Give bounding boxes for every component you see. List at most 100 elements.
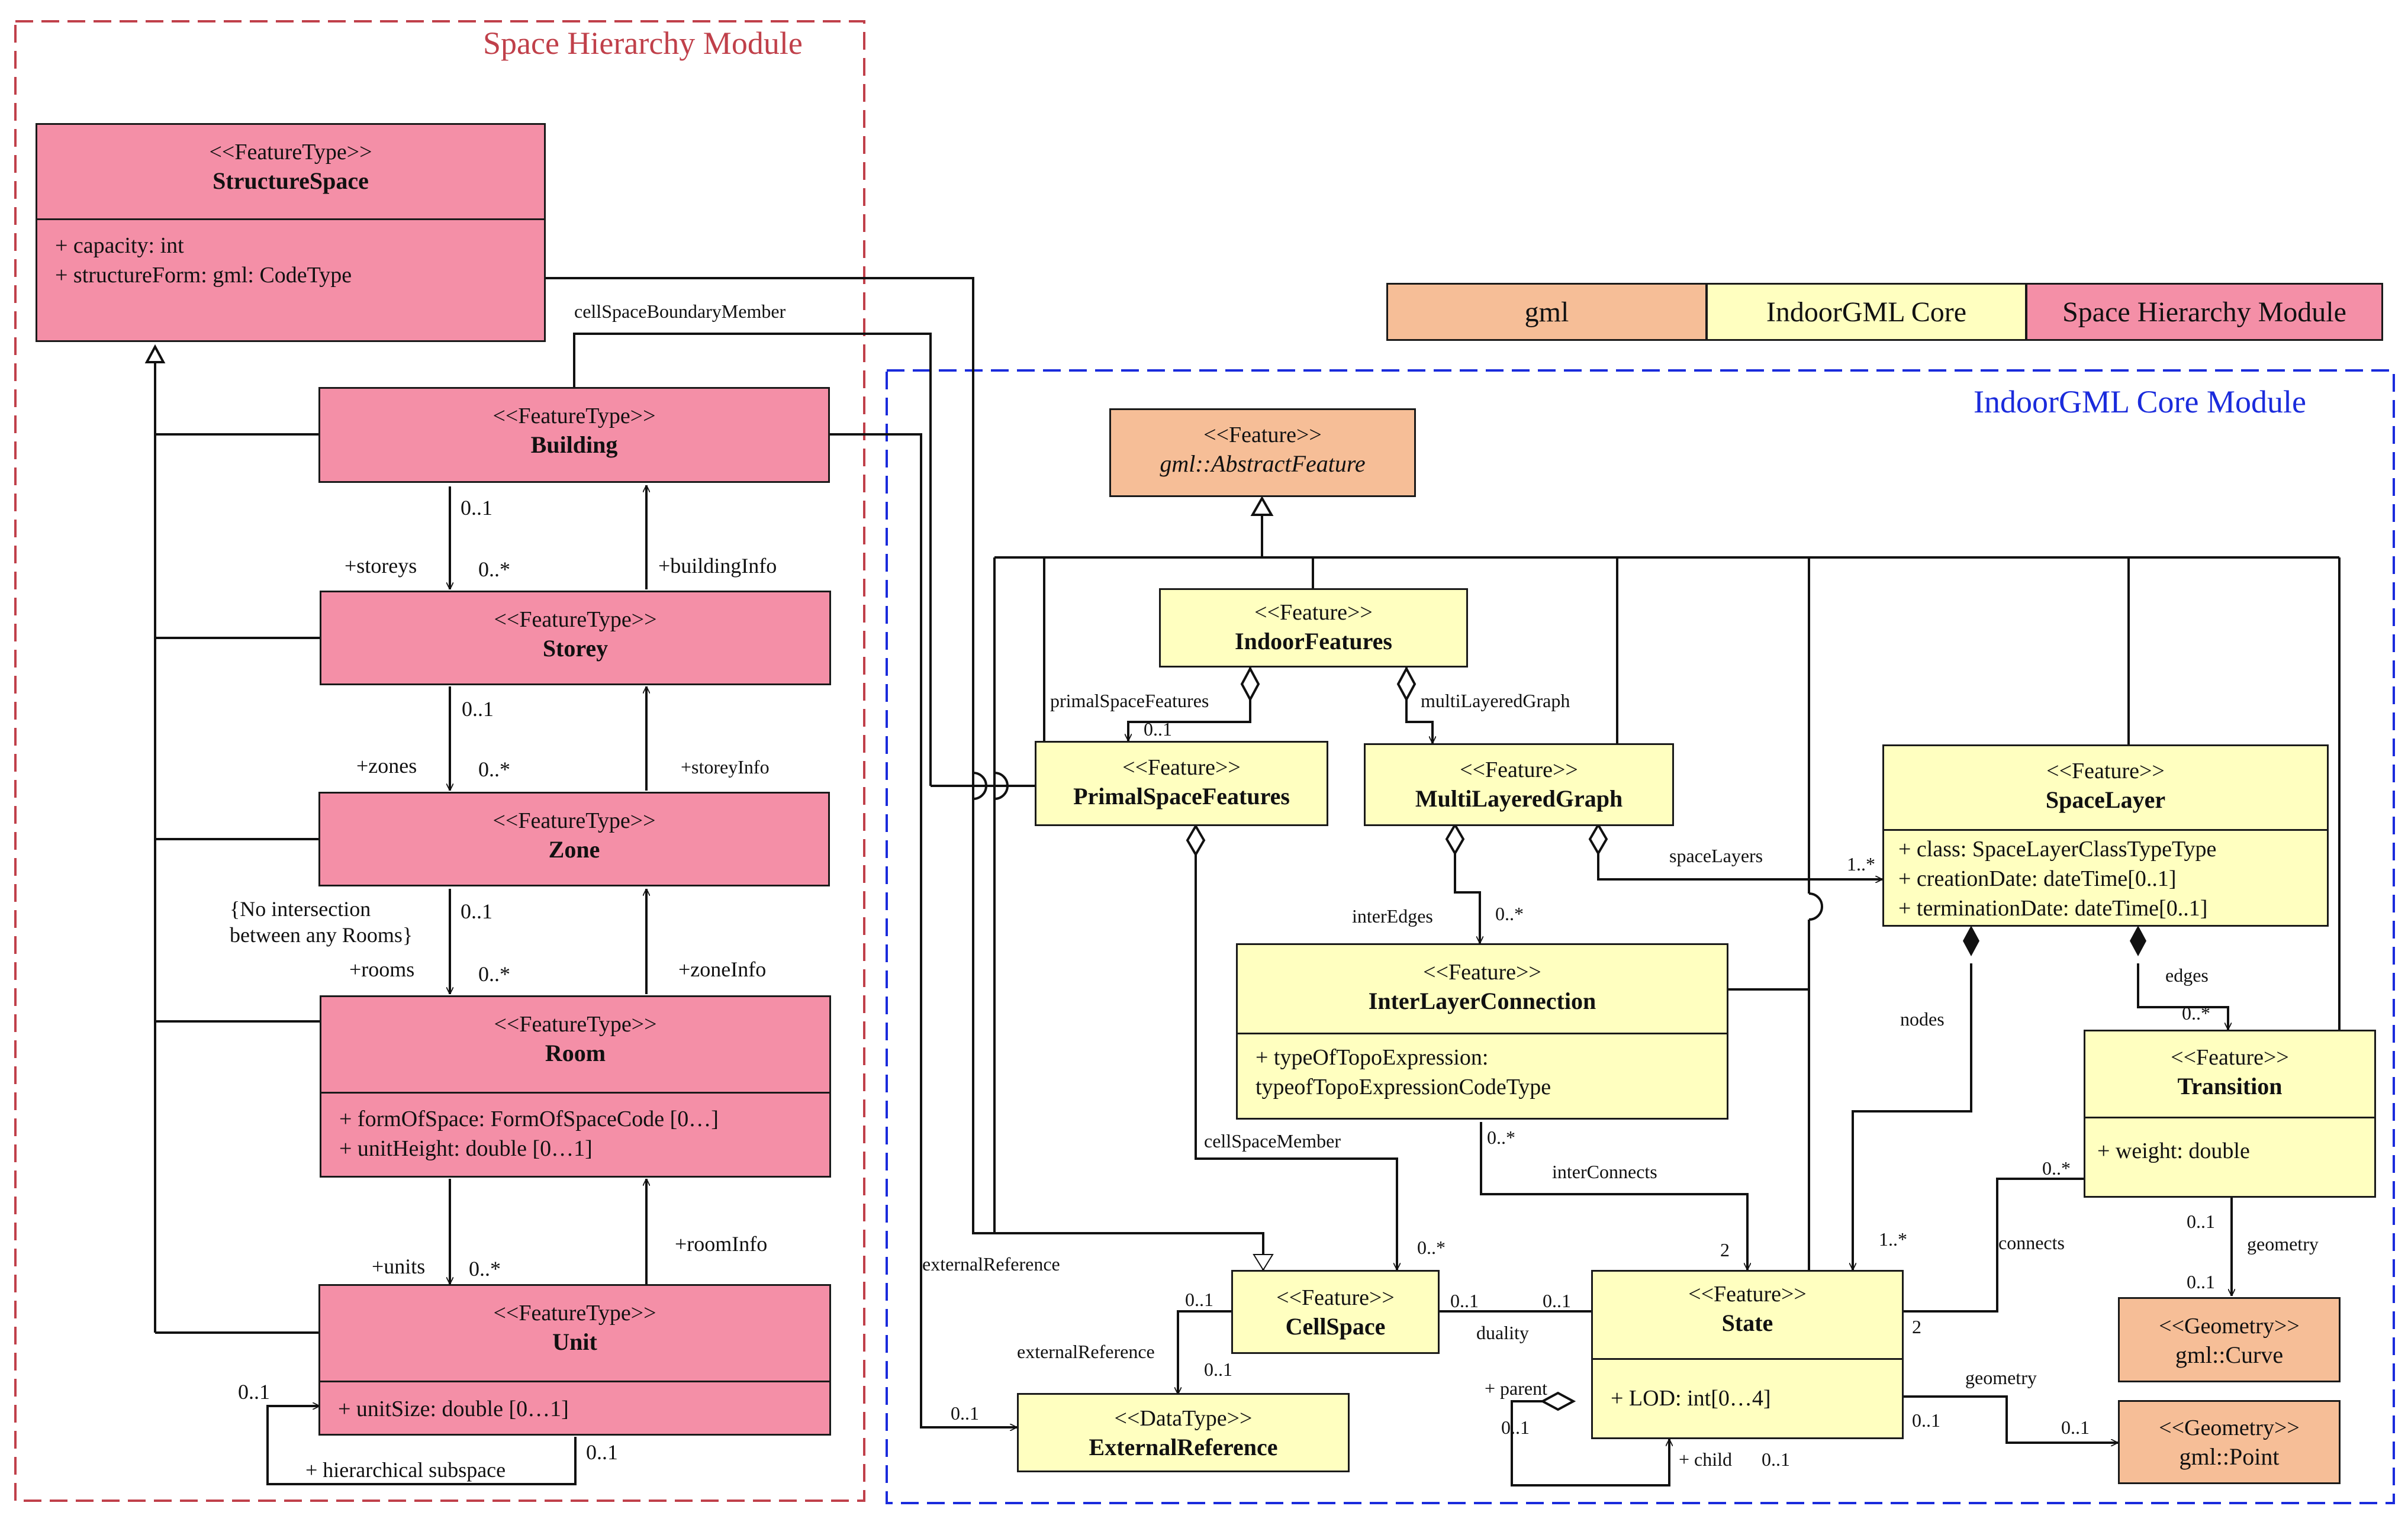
legend-gml: gml [1386, 283, 1707, 341]
class-gml-curve: <<Geometry>>gml::Curve [2118, 1297, 2341, 1382]
role-label: + parent [1485, 1378, 1547, 1399]
class-zone: <<FeatureType>> Zone [318, 792, 830, 886]
class-unit: <<FeatureType>>Unit + unitSize: double [… [318, 1284, 831, 1436]
class-inter-layer-connection: <<Feature>>InterLayerConnection + typeOf… [1236, 943, 1728, 1120]
stereotype: <<Feature>> [1122, 755, 1241, 780]
stereotype: <<Feature>> [1203, 423, 1322, 447]
class-gml-point: <<Geometry>>gml::Point [2118, 1400, 2341, 1484]
role-label: +storeys [345, 554, 417, 578]
role-label: +units [372, 1255, 426, 1278]
class-structure-space: <<FeatureType>>StructureSpace + capacity… [36, 123, 546, 342]
class-name: Storey [542, 635, 609, 662]
attribute: + unitSize: double [0…1] [338, 1397, 569, 1421]
class-indoor-features: <<Feature>>IndoorFeatures [1159, 588, 1468, 668]
class-building: <<FeatureType>>Building [318, 387, 830, 483]
attribute: + structureForm: gml: CodeType [55, 263, 352, 288]
class-name: State [1721, 1310, 1773, 1336]
role-label: externalReference [1017, 1341, 1155, 1362]
class-name: InterLayerConnection [1368, 988, 1596, 1014]
role-label: primalSpaceFeatures [1050, 690, 1209, 711]
nodes-assoc [1853, 963, 1972, 1270]
multiplicity-label: 2 [1912, 1316, 1921, 1337]
attribute: + typeOfTopoExpression: [1255, 1045, 1489, 1070]
multiplicity-label: 0..1 [951, 1402, 979, 1424]
attribute: + creationDate: dateTime[0..1] [1898, 866, 2177, 891]
class-name: gml::Point [2179, 1443, 2280, 1470]
class-primal-space-features: <<Feature>>PrimalSpaceFeatures [1035, 741, 1328, 826]
stereotype: <<Feature>> [1460, 757, 1578, 782]
class-name: Zone [548, 836, 600, 863]
multiplicity-label: 2 [1720, 1239, 1730, 1260]
stereotype: <<Feature>> [2171, 1045, 2289, 1070]
role-label: + child [1679, 1449, 1733, 1470]
stereotype: <<FeatureType>> [494, 1012, 657, 1037]
class-name: gml::Curve [2175, 1342, 2284, 1368]
multiplicity-label: 0..1 [462, 697, 494, 721]
stereotype: <<FeatureType>> [492, 808, 656, 833]
multiplicity-label: 0..* [2042, 1157, 2071, 1179]
multiplicity-label: 0..* [1417, 1237, 1446, 1258]
constraint-label: between any Rooms} [230, 923, 413, 947]
class-space-layer: <<Feature>>SpaceLayer + class: SpaceLaye… [1882, 744, 2329, 927]
stereotype: <<Geometry>> [2159, 1415, 2300, 1440]
class-transition: <<Feature>> Transition + weight: double [2084, 1030, 2376, 1198]
multiplicity-label: 0..* [1495, 903, 1524, 924]
role-label: geometry [1965, 1367, 2037, 1388]
role-label: + hierarchical subspace [305, 1458, 506, 1482]
role-label: +storeyInfo [681, 756, 770, 778]
stereotype: <<Feature>> [1688, 1282, 1807, 1307]
multiplicity-label: 0..* [469, 1257, 501, 1281]
legend-core: IndoorGML Core [1706, 283, 2027, 341]
role-label: interConnects [1552, 1161, 1657, 1182]
multiplicity-label: 0..* [478, 757, 510, 781]
stereotype: <<Feature>> [1254, 600, 1373, 625]
legend-space-hierarchy: Space Hierarchy Module [2026, 283, 2383, 341]
role-label: interEdges [1352, 905, 1433, 927]
stereotype: <<FeatureType>> [494, 607, 657, 632]
state-geometry-assoc [1904, 1395, 2118, 1443]
class-multi-layered-graph: <<Feature>> MultiLayeredGraph [1364, 743, 1674, 826]
building-primalspace-line [829, 433, 1017, 1427]
multiplicity-label: 0..1 [1762, 1449, 1790, 1470]
role-label: +zones [356, 754, 417, 778]
multiplicity-label: 0..1 [2187, 1271, 2215, 1292]
role-label: connects [1998, 1232, 2065, 1253]
hierarchical-subspace-assoc [266, 1406, 577, 1485]
multiplicity-label: 0..1 [1204, 1359, 1232, 1380]
class-name: ExternalReference [1089, 1434, 1278, 1460]
class-name: StructureSpace [213, 167, 369, 194]
class-state: <<Feature>> State + LOD: int[0…4] [1591, 1270, 1904, 1439]
parent-child-assoc [1511, 1400, 1669, 1486]
connects-assoc [1904, 1179, 2095, 1313]
space-hierarchy-module-title: Space Hierarchy Module [483, 25, 803, 61]
multiplicity-label: 0..1 [461, 496, 492, 520]
class-room: <<FeatureType>>Room + formOfSpace: FormO… [320, 995, 831, 1178]
class-name: gml::AbstractFeature [1160, 450, 1366, 477]
role-label: edges [2165, 965, 2209, 986]
attribute: + LOD: int[0…4] [1611, 1386, 1771, 1411]
class-name: CellSpace [1285, 1313, 1386, 1340]
multiplicity-label: 0..* [478, 557, 510, 581]
multiplicity-label: 0..1 [1185, 1289, 1213, 1310]
class-name: Room [545, 1040, 606, 1066]
attribute: + unitHeight: double [0…1] [339, 1136, 593, 1161]
structurespace-cellspace-line [545, 277, 1264, 1270]
attribute: + capacity: int [55, 233, 184, 258]
role-label: cellSpaceBoundaryMember [574, 301, 786, 322]
class-name: Transition [2177, 1073, 2283, 1099]
stereotype: <<FeatureType>> [209, 140, 372, 165]
class-external-reference: <<DataType>> ExternalReference [1017, 1393, 1350, 1472]
attribute: + weight: double [2097, 1139, 2250, 1163]
stereotype: <<Feature>> [1276, 1285, 1395, 1310]
stereotype: <<FeatureType>> [492, 404, 656, 428]
role-label: +buildingInfo [658, 554, 777, 578]
core-module-frame [886, 369, 2395, 1504]
role-label: +roomInfo [675, 1232, 768, 1256]
multiplicity-label: 0..1 [2187, 1211, 2215, 1232]
stereotype: <<DataType>> [1114, 1406, 1253, 1431]
role-label: +zoneInfo [678, 957, 767, 981]
class-name: MultiLayeredGraph [1415, 785, 1623, 812]
role-label: cellSpaceMember [1204, 1130, 1341, 1152]
role-label: externalReference [922, 1253, 1060, 1275]
